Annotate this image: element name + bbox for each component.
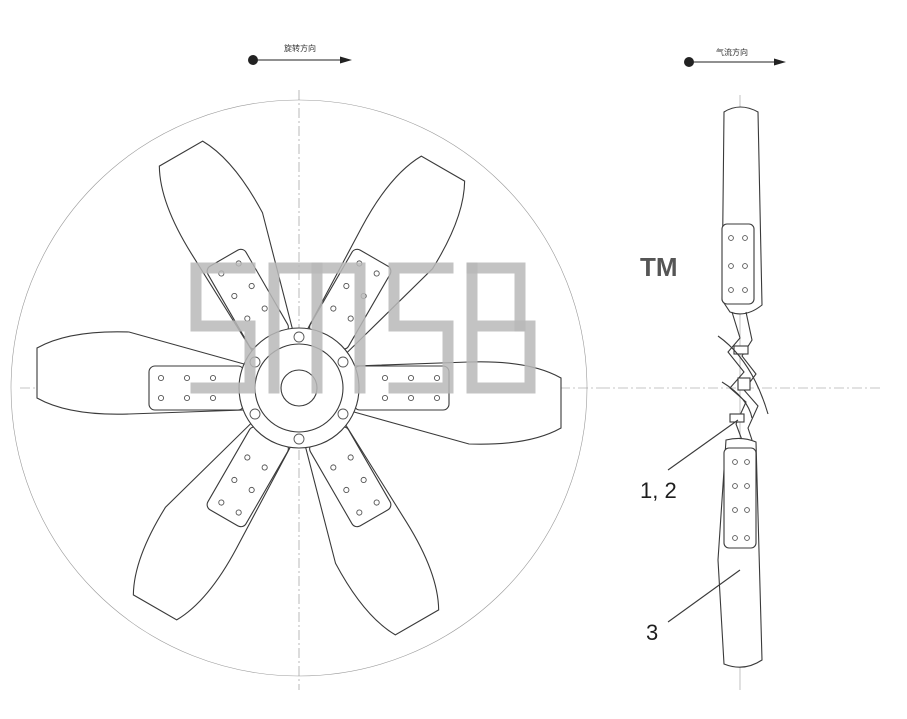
trademark-mark: TM bbox=[640, 252, 678, 282]
callout-leader-3 bbox=[667, 569, 741, 623]
side-view: 气流方向 1, 2 3 bbox=[600, 47, 880, 690]
fan-blade bbox=[277, 421, 454, 644]
callout-1-2: 1, 2 bbox=[640, 478, 677, 503]
fan-blade bbox=[36, 331, 245, 415]
side-hub bbox=[717, 311, 769, 441]
fan-blade bbox=[118, 406, 295, 629]
rotation-direction-caption: 旋转方向 bbox=[284, 43, 316, 53]
airflow-direction-arrow: 气流方向 bbox=[684, 47, 786, 67]
fan-hub bbox=[238, 327, 360, 449]
fan-blade bbox=[144, 132, 321, 355]
watermark: TM bbox=[190, 252, 678, 394]
rotation-direction-arrow: 旋转方向 bbox=[248, 43, 352, 65]
callout-leader-1-2 bbox=[667, 419, 739, 471]
front-view: 旋转方向 bbox=[10, 43, 600, 690]
callout-3: 3 bbox=[646, 620, 658, 645]
airflow-direction-caption: 气流方向 bbox=[716, 47, 748, 57]
